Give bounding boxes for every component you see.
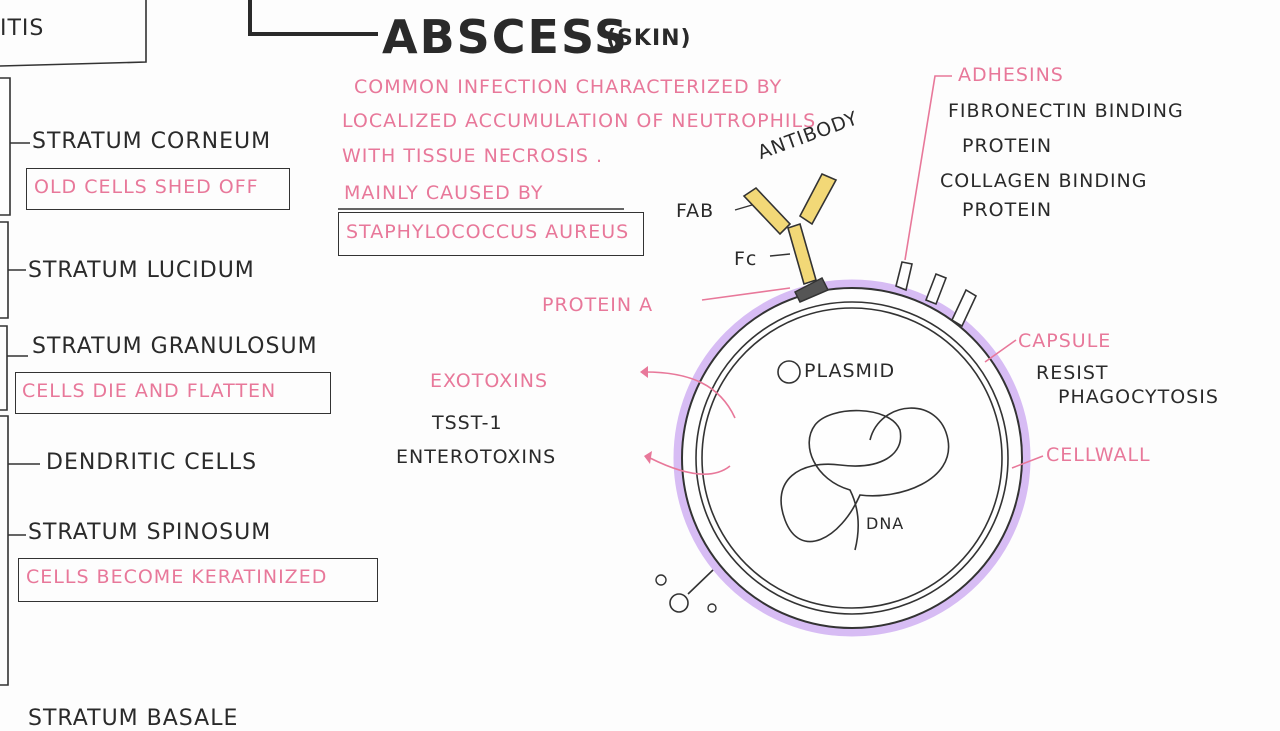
note-spinosum: CELLS BECOME KERATINIZED xyxy=(26,566,328,588)
layer-stratum-basale: STRATUM BASALE xyxy=(28,706,239,731)
label-adhesins: ADHESINS xyxy=(958,64,1064,86)
definition-line-1: COMMON INFECTION CHARACTERIZED BY xyxy=(354,76,783,98)
label-fc: Fc xyxy=(734,248,758,270)
label-adhesin-1a: FIBRONECTIN BINDING xyxy=(948,100,1184,122)
label-adhesin-1b: PROTEIN xyxy=(962,135,1053,157)
label-adhesin-2b: PROTEIN xyxy=(962,199,1053,221)
cellwall-pointer xyxy=(1011,455,1044,469)
organism-name: STAPHYLOCOCCUS AUREUS xyxy=(346,221,630,243)
exotoxin-arrow-2 xyxy=(649,457,731,475)
layer-stratum-granulosum: STRATUM GRANULOSUM xyxy=(32,334,318,359)
cell-inner-membrane xyxy=(701,307,1003,609)
label-fab: FAB xyxy=(676,200,715,222)
label-cell-wall: CELLWALL xyxy=(1046,444,1151,466)
vesicle-line xyxy=(687,569,714,595)
left-fragment-text: ITIS xyxy=(0,16,45,41)
definition-line-2: LOCALIZED ACCUMULATION OF NEUTROPHILS xyxy=(342,110,817,132)
layer-stratum-lucidum: STRATUM LUCIDUM xyxy=(28,258,255,283)
note-corneum: OLD CELLS SHED OFF xyxy=(34,176,259,198)
note-box-spinosum xyxy=(18,558,378,602)
layer-stratum-corneum: STRATUM CORNEUM xyxy=(32,129,272,154)
vesicle-1 xyxy=(669,593,689,613)
fab-pointer xyxy=(734,204,753,211)
label-capsule: CAPSULE xyxy=(1018,330,1112,352)
label-dna: DNA xyxy=(866,514,905,533)
title-bracket xyxy=(248,0,378,36)
label-exotoxins: EXOTOXINS xyxy=(430,370,548,392)
cell-wall-ring xyxy=(695,301,1009,615)
label-enterotoxins: ENTEROTOXINS xyxy=(396,446,557,468)
label-capsule-note-b: PHAGOCYTOSIS xyxy=(1058,386,1219,408)
dna-loop xyxy=(780,407,950,551)
note-granulosum: CELLS DIE AND FLATTEN xyxy=(22,380,277,402)
protein-a-shape xyxy=(793,276,830,303)
layer-dendritic-cells: DENDRITIC CELLS xyxy=(46,450,258,475)
note-box-granulosum xyxy=(15,372,331,414)
vesicle-2 xyxy=(655,574,667,586)
label-capsule-note-a: RESIST xyxy=(1036,362,1109,384)
skin-layer-brackets xyxy=(0,77,40,686)
label-plasmid: PLASMID xyxy=(804,360,896,382)
vesicle-3 xyxy=(707,603,717,613)
adhesin-stalks xyxy=(895,261,978,328)
cell-outer-membrane xyxy=(681,287,1023,629)
page-title: ABSCESS xyxy=(382,10,630,64)
cause-label: MAINLY CAUSED BY xyxy=(344,182,544,204)
fc-pointer xyxy=(769,253,791,257)
capsule-pointer xyxy=(984,339,1017,363)
label-protein-a: PROTEIN A xyxy=(542,294,654,316)
layer-stratum-spinosum: STRATUM SPINOSUM xyxy=(28,520,272,545)
protein-a-pointer xyxy=(701,287,791,301)
exotoxin-arrow-1 xyxy=(644,371,736,419)
note-box-corneum xyxy=(26,168,290,210)
adhesin-pointer xyxy=(904,75,952,261)
organism-box xyxy=(338,212,644,256)
label-adhesin-2a: COLLAGEN BINDING xyxy=(940,170,1148,192)
definition-line-3: WITH TISSUE NECROSIS . xyxy=(342,145,604,167)
plasmid-circle xyxy=(777,360,801,384)
label-tsst-1: TSST-1 xyxy=(432,412,503,434)
capsule-ring xyxy=(673,279,1031,637)
antibody-shape xyxy=(742,172,838,286)
page-subtitle: (SKIN) xyxy=(606,26,692,51)
left-fragment-box xyxy=(0,0,147,67)
